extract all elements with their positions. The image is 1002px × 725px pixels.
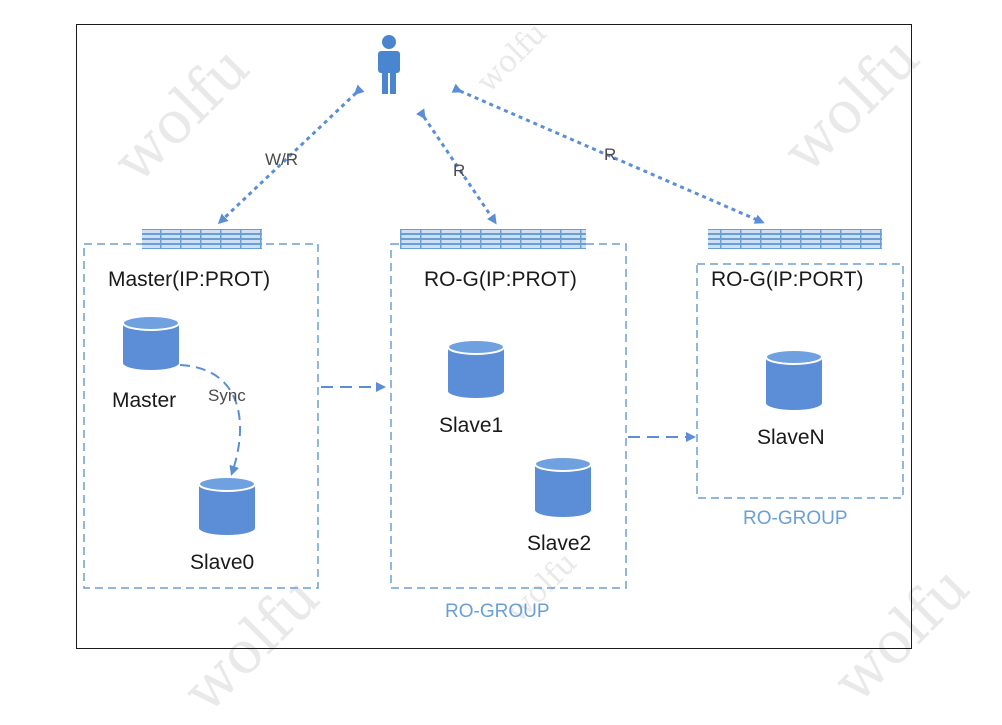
user-icon [378, 35, 400, 94]
ro-group-n-caption: RO-GROUP [743, 508, 848, 529]
database-icon-slave1 [447, 339, 505, 398]
db-label-slaven: SlaveN [757, 426, 825, 449]
server-rack-icon [400, 229, 586, 249]
read-label-1: R [453, 161, 466, 180]
db-label-slave0: Slave0 [190, 551, 255, 574]
write-read-label: W/R [265, 150, 299, 169]
arrow-read-ron [451, 83, 765, 224]
read-label-2: R [604, 145, 617, 164]
db-label-slave2: Slave2 [527, 532, 592, 555]
architecture-diagram [83, 35, 904, 589]
arrow-sync [179, 364, 242, 476]
master-group-box [83, 243, 319, 589]
server-rack-icon [708, 229, 882, 249]
database-icon-slaven [765, 349, 823, 410]
database-icon-slave0 [198, 476, 256, 535]
ro-group-box-1 [390, 243, 627, 589]
server-rack-icon [142, 229, 262, 249]
database-icon-master [122, 315, 180, 370]
db-label-master: Master [112, 389, 177, 412]
database-icon-slave2 [534, 456, 592, 517]
db-label-slave1: Slave1 [439, 414, 504, 437]
ro-group-1-caption: RO-GROUP [445, 601, 550, 622]
diagram-frame [76, 24, 912, 649]
sync-label: Sync [208, 386, 246, 405]
ro-group-n-title: RO-G(IP:PORT) [711, 268, 864, 291]
ro-group-1-title: RO-G(IP:PROT) [424, 268, 577, 291]
master-group-title: Master(IP:PROT) [108, 268, 271, 291]
